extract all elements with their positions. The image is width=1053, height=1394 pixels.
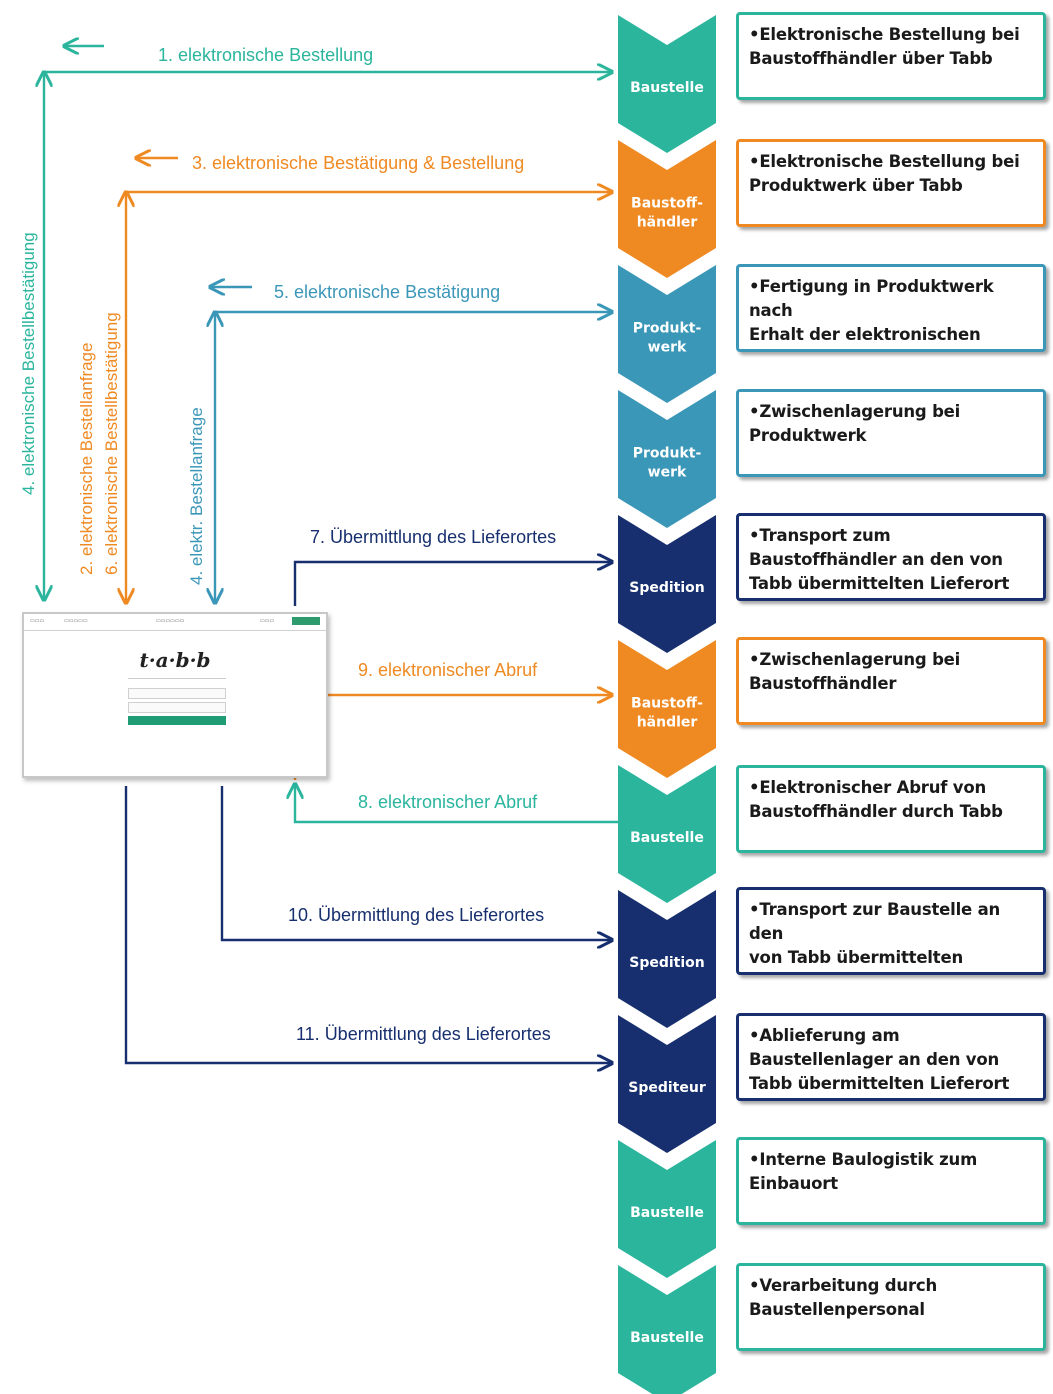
msg-7-label: 7. Übermittlung des Lieferortes <box>310 527 556 547</box>
browser-login-button <box>292 617 320 625</box>
tabb-logo: t·a·b·b <box>139 648 211 672</box>
chevron-label-2: Baustoff-händler <box>631 195 703 230</box>
step-box-3: •Fertigung in Produktwerk nach Erhalt de… <box>736 264 1046 352</box>
browser-nav-item: ▭▭▭▭▭▭ <box>156 618 185 624</box>
chevron-10 <box>618 1140 716 1278</box>
step-text-9: •Ablieferung am Baustellenlager an den v… <box>749 1026 1010 1093</box>
chevron-6 <box>618 640 716 778</box>
step-box-6: •Zwischenlagerung bei Baustoffhändler <box>736 637 1046 725</box>
tabb-platform-window: ▭▭▭ ▭▭▭▭▭ ▭▭▭▭▭▭ ▭▭▭ t·a·b·b <box>22 612 328 778</box>
step-box-10: •Interne Baulogistik zum Einbauort <box>736 1137 1046 1225</box>
step-text-11: •Verarbeitung durch Baustellenpersonal <box>749 1276 938 1319</box>
step-text-10: •Interne Baulogistik zum Einbauort <box>749 1150 978 1193</box>
chevron-1 <box>618 15 716 153</box>
step-text-3: •Fertigung in Produktwerk nach Erhalt de… <box>749 277 994 344</box>
chevron-5 <box>618 515 716 653</box>
chevron-label-4: Produkt-werk <box>633 445 702 480</box>
chevron-9 <box>618 1015 716 1153</box>
vert-label-2: 2. elektronische Bestellanfrage <box>77 343 96 575</box>
browser-nav-item: ▭▭▭▭▭ <box>64 618 88 624</box>
chevron-3 <box>618 265 716 403</box>
username-field <box>128 688 226 699</box>
step-text-6: •Zwischenlagerung bei Baustoffhändler <box>749 650 961 693</box>
chevron-label-6: Baustoff-händler <box>631 695 703 730</box>
msg-1-label: 1. elektronische Bestellung <box>158 45 373 65</box>
browser-top-bar: ▭▭▭ ▭▭▭▭▭ ▭▭▭▭▭▭ ▭▭▭ <box>24 614 326 631</box>
step-text-4: •Zwischenlagerung bei Produktwerk <box>749 402 961 445</box>
chevron-label-5: Spedition <box>629 580 705 596</box>
chevron-7 <box>618 765 716 903</box>
chevron-label-10: Baustelle <box>630 1205 704 1221</box>
step-box-7: •Elektronischer Abruf von Baustoffhändle… <box>736 765 1046 853</box>
step-box-11: •Verarbeitung durch Baustellenpersonal <box>736 1263 1046 1351</box>
chevron-label-7: Baustelle <box>630 830 704 846</box>
chevron-2 <box>618 140 716 278</box>
vert-label-6: 6. elektronische Bestellbestätigung <box>102 312 121 575</box>
step-text-7: •Elektronischer Abruf von Baustoffhändle… <box>749 778 1003 821</box>
password-field <box>128 702 226 713</box>
step-box-5: •Transport zum Baustoffhändler an den vo… <box>736 513 1046 601</box>
orange-line-9 <box>293 695 612 780</box>
chevron-11 <box>618 1265 716 1394</box>
step-text-8: •Transport zur Baustelle an den von Tabb… <box>749 900 1001 967</box>
chevron-column: BaustelleBaustoff-händlerProdukt-werkPro… <box>618 15 716 1394</box>
step-box-2: •Elektronische Bestellung bei Produktwer… <box>736 139 1046 227</box>
chevron-4 <box>618 390 716 528</box>
chevron-8 <box>618 890 716 1028</box>
msg-11-label: 11. Übermittlung des Lieferortes <box>296 1024 551 1044</box>
step-box-1: •Elektronische Bestellung bei Baustoffhä… <box>736 12 1046 100</box>
browser-nav-item: ▭▭▭ <box>260 618 275 624</box>
step-text-2: •Elektronische Bestellung bei Produktwer… <box>749 152 1020 195</box>
msg-9-label: 9. elektronischer Abruf <box>358 660 538 680</box>
teal-line-8 <box>295 784 618 824</box>
step-text-1: •Elektronische Bestellung bei Baustoffhä… <box>749 25 1020 68</box>
chevron-label-8: Spedition <box>629 955 705 971</box>
navy-line-7 <box>293 562 612 606</box>
step-box-9: •Ablieferung am Baustellenlager an den v… <box>736 1013 1046 1101</box>
step-text-5: •Transport zum Baustoffhändler an den vo… <box>749 526 1010 593</box>
vert-label-4-bestellanfrage: 4. elektr. Bestellanfrage <box>187 407 206 585</box>
vert-label-4-bestellbestaetigung: 4. elektronische Bestellbestätigung <box>19 232 38 495</box>
msg-10-label: 10. Übermittlung des Lieferortes <box>288 905 544 925</box>
chevron-label-3: Produkt-werk <box>633 320 702 355</box>
msg-3-label: 3. elektronische Bestätigung & Bestellun… <box>192 153 524 173</box>
browser-nav-home: ▭▭▭ <box>30 618 45 624</box>
step-box-8: •Transport zur Baustelle an den von Tabb… <box>736 887 1046 975</box>
chevron-label-9: Spediteur <box>628 1080 706 1096</box>
step-box-4: •Zwischenlagerung bei Produktwerk <box>736 389 1046 477</box>
connector-lines <box>44 46 618 1063</box>
navy-line-10 <box>220 786 612 940</box>
form-divider <box>128 678 226 679</box>
msg-8-label: 8. elektronischer Abruf <box>358 792 538 812</box>
submit-button <box>128 716 226 725</box>
chevron-label-1: Baustelle <box>630 80 704 96</box>
chevron-label-11: Baustelle <box>630 1330 704 1346</box>
navy-line-11 <box>124 786 612 1063</box>
msg-5-label: 5. elektronische Bestätigung <box>274 282 500 302</box>
